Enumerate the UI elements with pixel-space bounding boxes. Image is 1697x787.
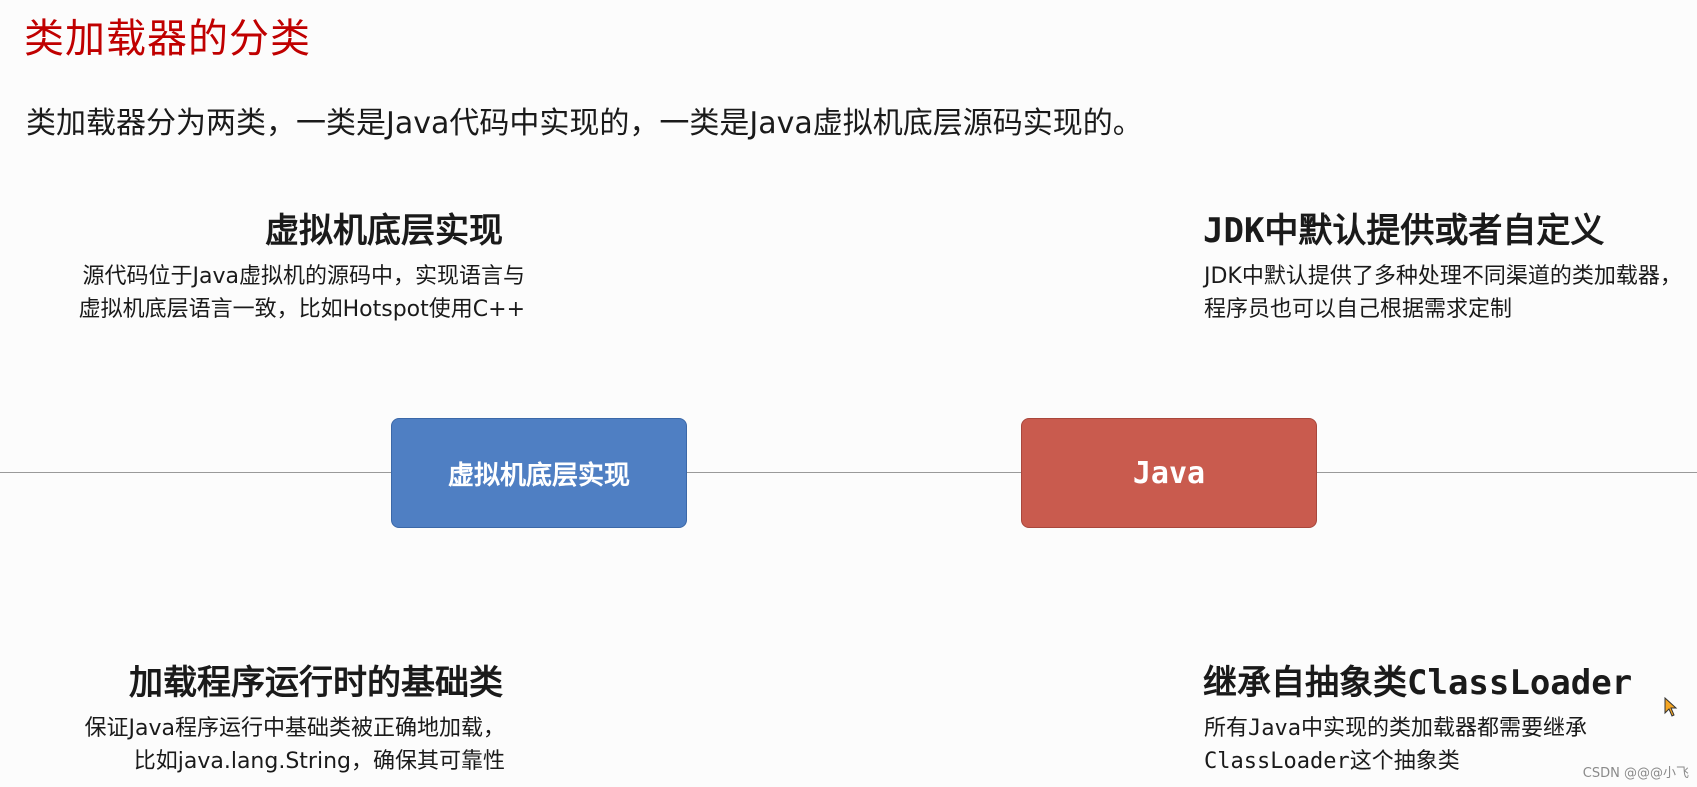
watermark: CSDN @@@小飞	[1582, 766, 1689, 781]
vm-native-box: 虚拟机底层实现	[391, 418, 687, 528]
top-left-description: 源代码位于Java虚拟机的源码中，实现语言与 虚拟机底层语言一致，比如Hotsp…	[20, 260, 525, 326]
bottom-left-description: 保证Java程序运行中基础类被正确地加载， 比如java.lang.String…	[20, 712, 505, 778]
bottom-right-line-2: ClassLoader这个抽象类	[1204, 749, 1460, 774]
slide-title: 类加载器的分类	[24, 16, 311, 62]
divider-line	[0, 472, 1697, 473]
top-left-line-2: 虚拟机底层语言一致，比如Hotspot使用C++	[78, 297, 525, 322]
bottom-left-line-1: 保证Java程序运行中基础类被正确地加载，	[84, 716, 505, 741]
top-right-line-1: JDK中默认提供了多种处理不同渠道的类加载器，	[1204, 264, 1682, 289]
top-right-heading: JDK中默认提供或者自定义	[1203, 211, 1605, 251]
bottom-left-heading: 加载程序运行时的基础类	[129, 663, 503, 703]
vm-native-box-label: 虚拟机底层实现	[447, 460, 630, 491]
top-left-line-1: 源代码位于Java虚拟机的源码中，实现语言与	[82, 264, 525, 289]
bottom-right-line-1: 所有Java中实现的类加载器都需要继承	[1204, 716, 1587, 741]
top-right-description: JDK中默认提供了多种处理不同渠道的类加载器， 程序员也可以自己根据需求定制	[1204, 260, 1682, 326]
java-box: Java	[1021, 418, 1317, 528]
top-right-line-2: 程序员也可以自己根据需求定制	[1204, 297, 1513, 322]
bottom-right-heading: 继承自抽象类ClassLoader	[1203, 663, 1633, 703]
bottom-right-description: 所有Java中实现的类加载器都需要继承 ClassLoader这个抽象类	[1204, 712, 1587, 778]
bottom-left-line-2: 比如java.lang.String，确保其可靠性	[133, 749, 505, 774]
java-box-label: Java	[1132, 455, 1206, 491]
mouse-pointer-icon	[1664, 697, 1678, 717]
top-left-heading: 虚拟机底层实现	[265, 211, 503, 251]
slide-subtitle: 类加载器分为两类，一类是Java代码中实现的，一类是Java虚拟机底层源码实现的…	[26, 106, 1143, 141]
